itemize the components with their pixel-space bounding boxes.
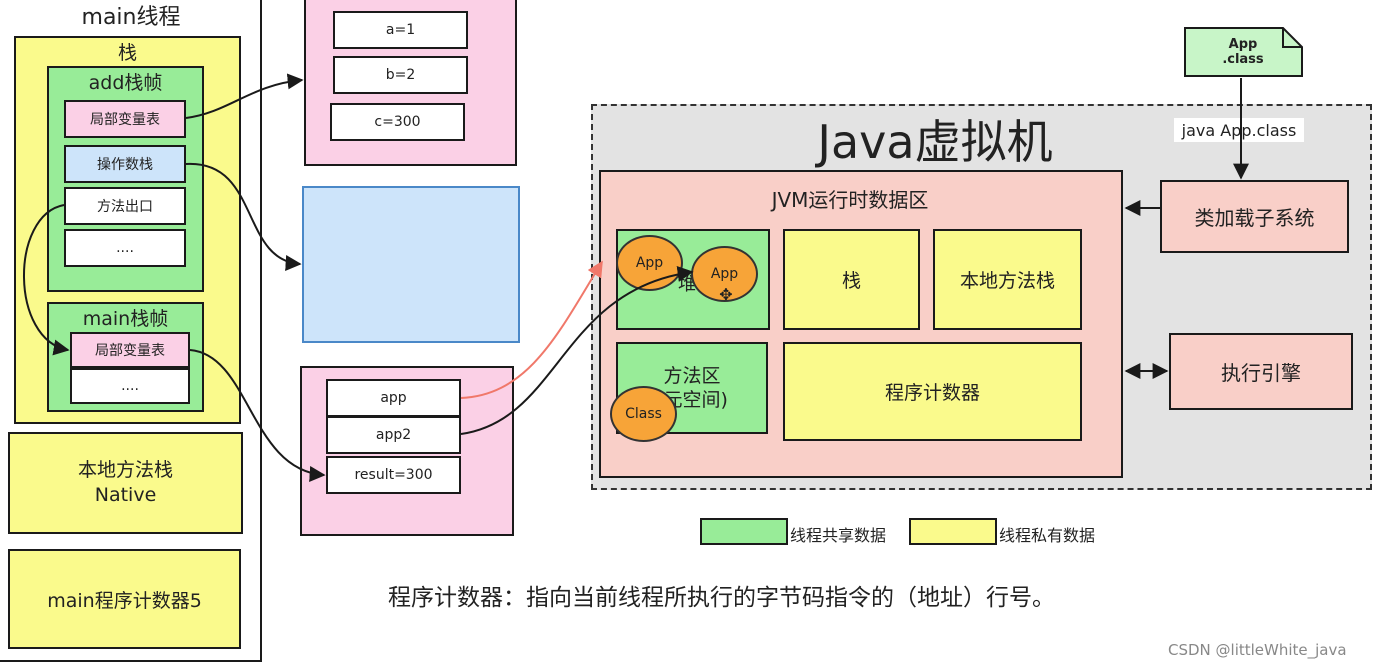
add-operand-stack: 操作数栈	[64, 145, 186, 183]
exec-engine-box: 执行引擎	[1169, 333, 1353, 410]
jvm-stack-cell: 栈	[783, 229, 920, 330]
jvm-title: Java虚拟机	[817, 115, 1053, 169]
thread-native-stack: 本地方法栈 Native	[8, 432, 243, 534]
legend-shared-swatch	[700, 518, 788, 545]
legend-shared-label: 线程共享数据	[790, 526, 887, 545]
class-file-name: App	[1228, 37, 1258, 52]
caption: 程序计数器：指向当前线程所执行的字节码指令的（地址）行号。	[388, 585, 1055, 611]
legend-private-label: 线程私有数据	[999, 526, 1096, 545]
thread-title: main线程	[81, 5, 181, 30]
class-loader-box: 类加载子系统	[1160, 180, 1349, 253]
watermark: CSDN @littleWhite_java	[1168, 641, 1347, 659]
operand-stack-box	[302, 186, 520, 343]
class-file-icon	[1184, 27, 1303, 77]
add-local-vars: 局部变量表	[64, 100, 186, 138]
app-object-1: App	[616, 235, 683, 291]
main-frame-title: main栈帧	[82, 307, 169, 330]
var-app: app	[326, 379, 461, 417]
native-stack-label: 本地方法栈	[77, 459, 173, 481]
main-ellipsis: ....	[70, 368, 190, 404]
legend-private-swatch	[909, 518, 997, 545]
jvm-native-stack-cell: 本地方法栈	[933, 229, 1082, 330]
class-file-label: App .class	[1185, 34, 1301, 70]
add-ellipsis: ....	[64, 229, 186, 267]
var-b: b=2	[333, 56, 468, 94]
command-label: java App.class	[1174, 118, 1304, 142]
runtime-area-title: JVM运行时数据区	[771, 187, 929, 212]
thread-border	[0, 0, 262, 662]
thread-pc-counter: main程序计数器5	[8, 549, 241, 649]
jvm-pc-counter-cell: 程序计数器	[783, 342, 1082, 441]
var-c: c=300	[330, 103, 465, 141]
method-area-label: 方法区	[663, 365, 721, 387]
var-a: a=1	[333, 11, 468, 49]
class-object: Class	[610, 386, 677, 442]
class-file-ext: .class	[1222, 52, 1264, 67]
native-stack-sub: Native	[94, 484, 157, 506]
var-result: result=300	[326, 456, 461, 494]
add-method-exit: 方法出口	[64, 187, 186, 225]
var-app2: app2	[326, 416, 461, 454]
stack-label: 栈	[117, 41, 137, 64]
add-frame-title: add栈帧	[88, 71, 163, 94]
move-cursor-icon: ✥	[719, 284, 733, 304]
main-local-vars: 局部变量表	[70, 332, 190, 368]
